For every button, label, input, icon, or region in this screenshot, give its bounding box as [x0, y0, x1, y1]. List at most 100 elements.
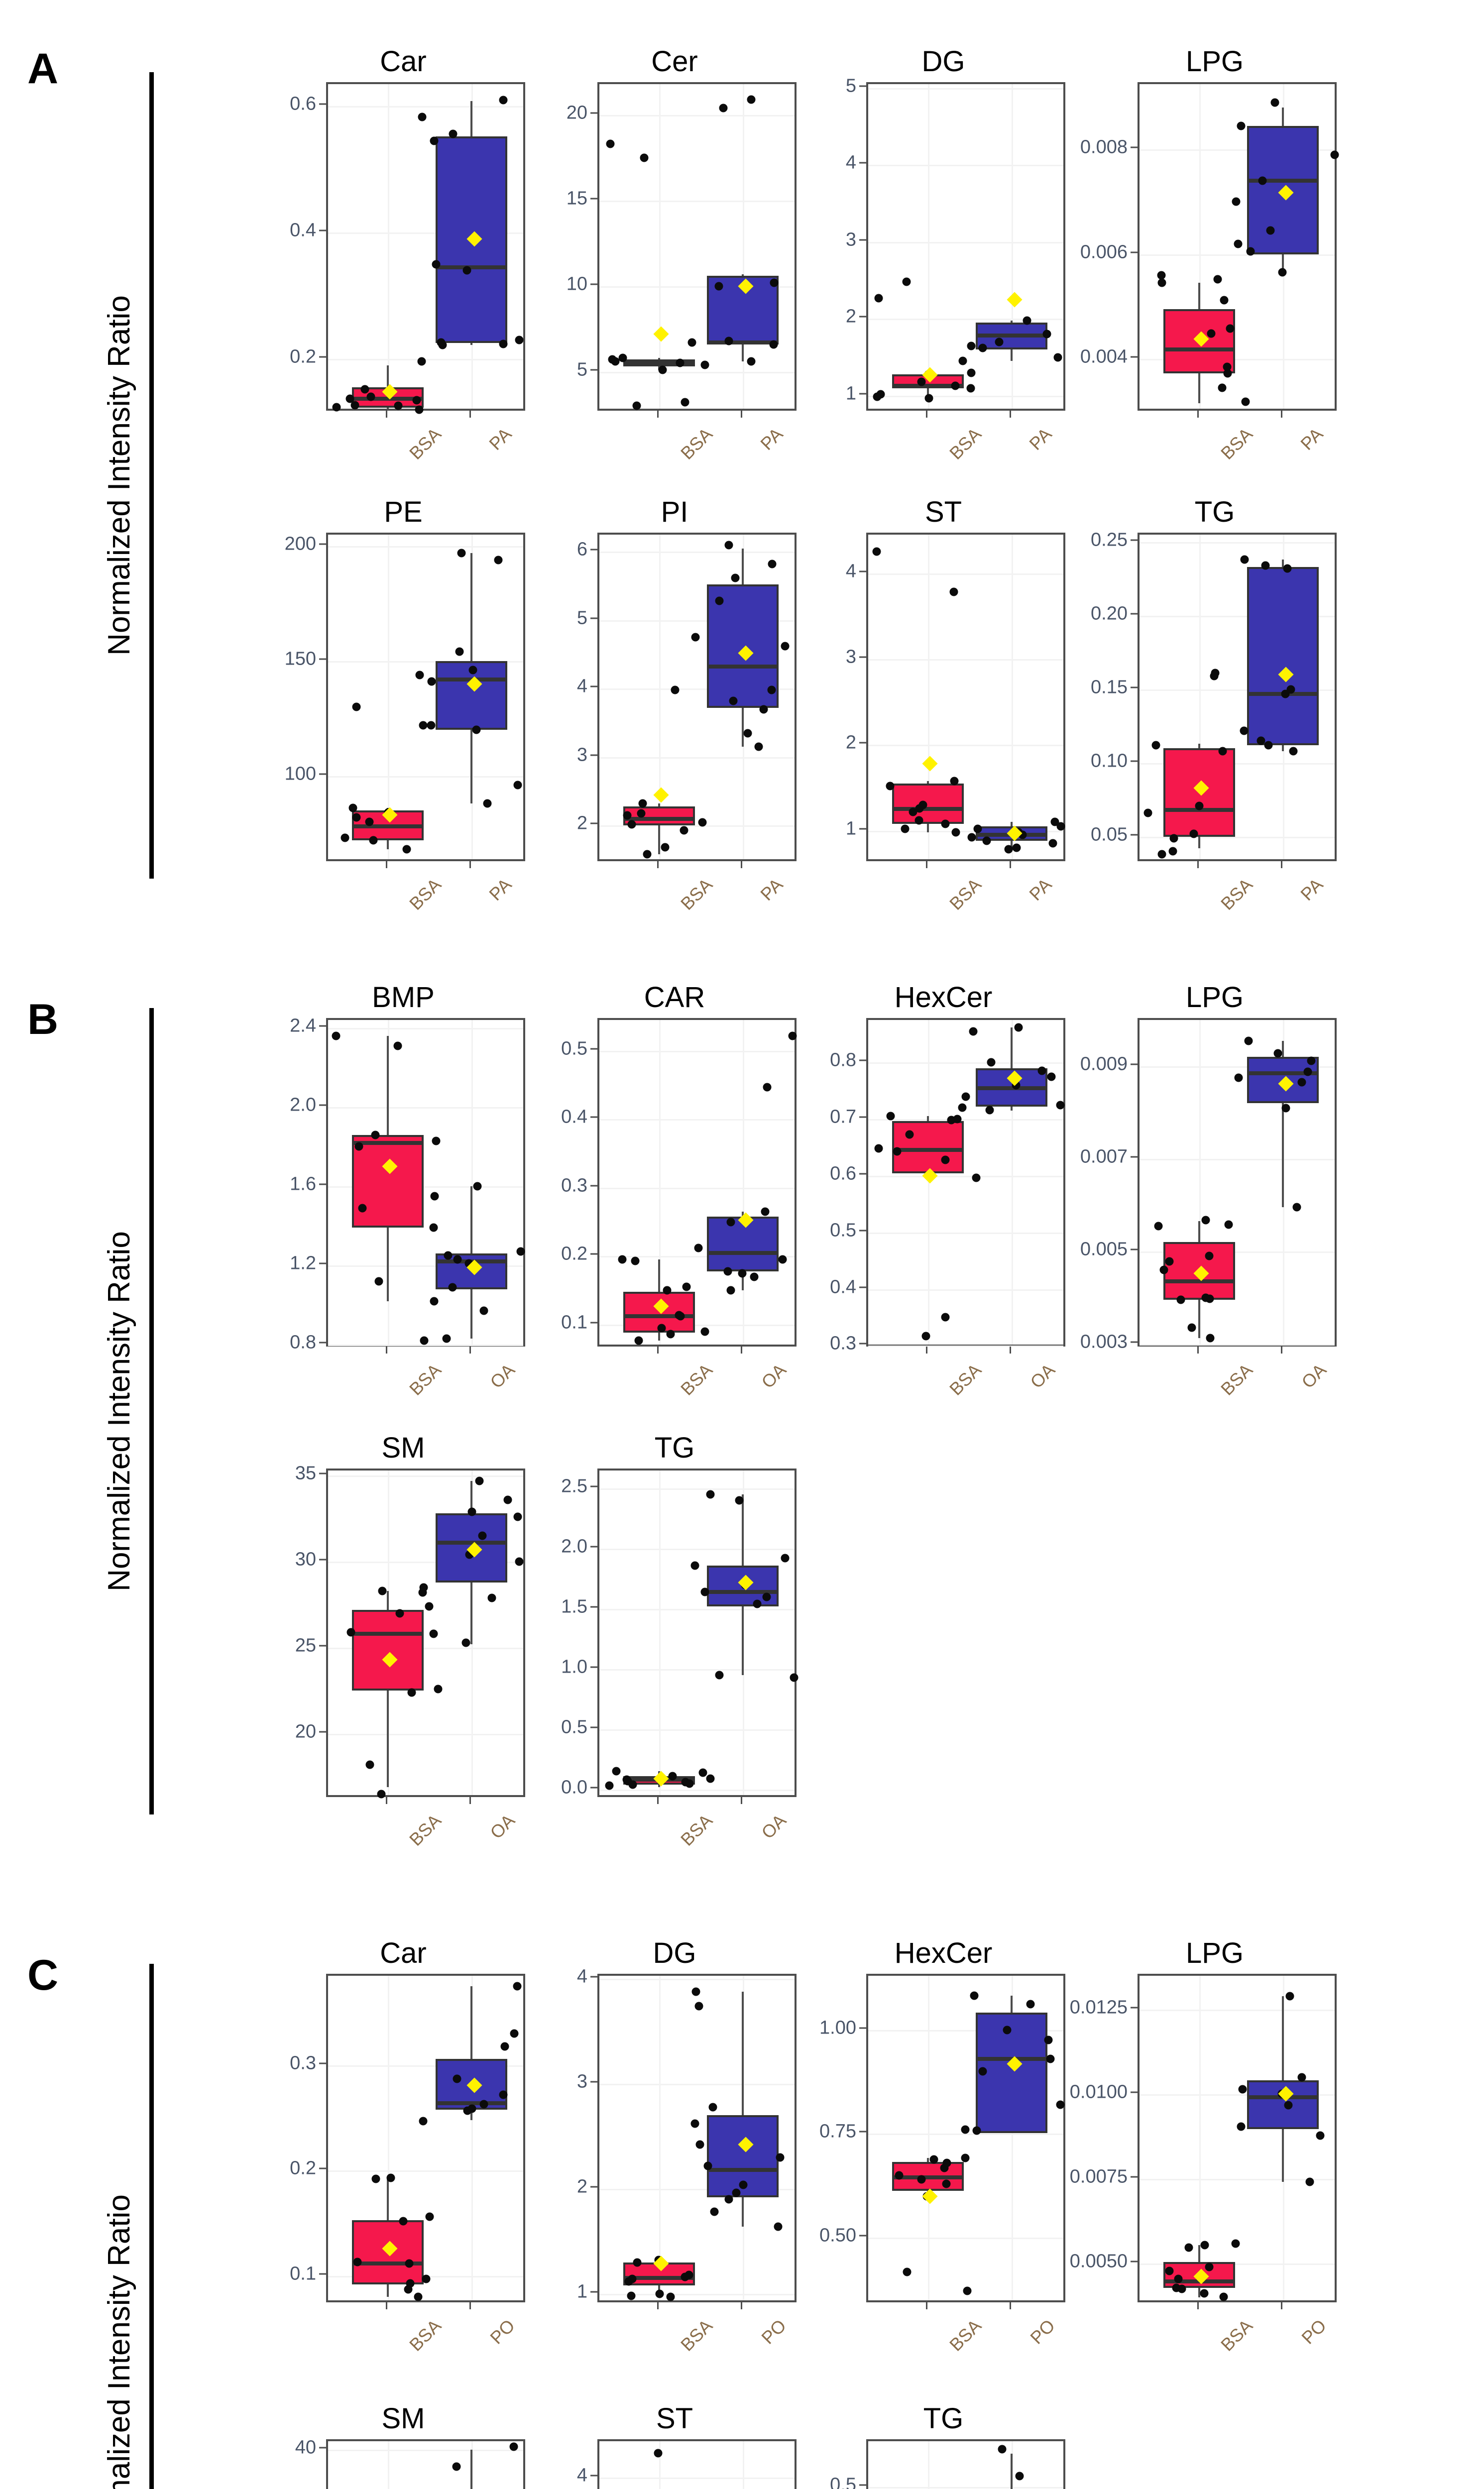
data-point: [706, 1490, 715, 1499]
data-point: [872, 547, 881, 556]
gridline-horizontal: [599, 552, 795, 554]
gridline-vertical: [471, 1020, 473, 1345]
gridline-vertical: [743, 1020, 744, 1345]
data-point: [1211, 669, 1220, 678]
data-point: [963, 2286, 972, 2295]
data-point: [461, 1638, 470, 1647]
data-point: [352, 702, 361, 711]
data-point: [1289, 747, 1298, 756]
data-point: [759, 705, 768, 714]
data-point: [1023, 316, 1031, 325]
y-tick-mark: [319, 2273, 326, 2275]
data-point: [479, 1306, 488, 1315]
y-tick-mark: [1131, 146, 1138, 148]
data-point: [726, 1218, 735, 1227]
data-point: [419, 2117, 428, 2126]
data-point: [1256, 736, 1265, 745]
x-tick-label: BSA: [1217, 874, 1257, 914]
data-point: [1169, 834, 1178, 843]
median-line: [352, 1632, 424, 1636]
data-point: [949, 587, 958, 596]
x-tick-mark: [1281, 861, 1282, 868]
y-tick-mark: [319, 1025, 326, 1027]
data-point: [681, 2272, 689, 2281]
data-point: [750, 1272, 759, 1281]
x-tick-mark: [741, 1797, 742, 1804]
data-point: [422, 2274, 431, 2283]
data-point: [483, 799, 492, 808]
data-point: [407, 1688, 416, 1697]
data-point: [874, 1144, 883, 1153]
data-point: [414, 2292, 423, 2301]
data-point: [404, 2285, 413, 2294]
data-point: [1056, 822, 1065, 831]
median-line: [352, 1140, 424, 1145]
y-tick-label: 0.0100: [1069, 2081, 1128, 2103]
data-point: [473, 1182, 482, 1191]
data-point: [778, 1255, 787, 1264]
data-point: [973, 824, 982, 833]
gridline-horizontal: [328, 1647, 523, 1649]
data-point: [714, 282, 723, 291]
data-point: [929, 2155, 938, 2164]
data-point: [627, 2291, 636, 2300]
whisker-line: [1282, 1040, 1284, 1208]
facet-title: Car: [380, 45, 427, 78]
y-tick-mark: [590, 112, 597, 114]
data-point: [402, 845, 411, 854]
y-tick-mark: [1131, 2261, 1138, 2263]
y-tick-label: 0.6: [290, 93, 316, 114]
data-point: [360, 385, 369, 394]
data-point: [961, 2153, 970, 2162]
y-tick-label: 0.05: [1091, 824, 1128, 845]
plot-panel: [1138, 1974, 1337, 2302]
data-point: [724, 541, 733, 550]
gridline-horizontal: [599, 1669, 795, 1671]
y-tick-label: 0.50: [819, 2225, 856, 2246]
gridline-vertical: [659, 84, 661, 409]
x-tick-mark: [1197, 2302, 1199, 2309]
data-point: [452, 2462, 461, 2471]
x-tick-mark: [657, 2302, 659, 2309]
axis-rule: [149, 1008, 154, 1814]
whisker-line: [470, 2449, 472, 2489]
box-treatment: [1247, 2080, 1319, 2129]
y-tick-mark: [590, 283, 597, 285]
data-point: [873, 392, 882, 401]
y-tick-mark: [1131, 686, 1138, 688]
data-point: [743, 729, 752, 738]
y-tick-label: 0.4: [830, 1276, 856, 1298]
data-point: [1246, 247, 1255, 256]
data-point: [690, 1561, 699, 1570]
data-point: [700, 1327, 709, 1336]
gridline-horizontal: [599, 1729, 795, 1731]
data-point: [1168, 847, 1177, 856]
data-point: [1264, 741, 1273, 750]
x-tick-label: BSA: [945, 2315, 986, 2355]
y-tick-mark: [590, 549, 597, 551]
data-point: [1047, 1072, 1056, 1081]
box-bsa: [352, 1134, 424, 1228]
gridline-horizontal: [599, 1256, 795, 1258]
data-point: [499, 339, 508, 348]
x-tick-mark: [1281, 2302, 1282, 2309]
y-tick-mark: [1131, 613, 1138, 615]
data-point: [681, 398, 689, 407]
data-point: [1218, 383, 1227, 392]
box-treatment: [1247, 567, 1319, 746]
data-point: [605, 1781, 614, 1790]
data-point: [762, 1592, 771, 1601]
data-point: [612, 1767, 621, 1776]
data-point: [417, 357, 426, 366]
y-axis-title: Normalized Intensity Ratio: [102, 295, 136, 656]
y-tick-label: 0.7: [830, 1106, 856, 1128]
gridline-vertical: [1012, 1976, 1013, 2300]
data-point: [374, 1277, 383, 1286]
y-tick-label: 5: [845, 75, 856, 97]
x-tick-label: BSA: [405, 874, 446, 914]
y-tick-mark: [1131, 2091, 1138, 2093]
x-tick-label: PA: [1025, 874, 1056, 905]
y-tick-mark: [859, 1116, 866, 1118]
data-point: [1143, 808, 1152, 817]
data-point: [1224, 1220, 1233, 1229]
